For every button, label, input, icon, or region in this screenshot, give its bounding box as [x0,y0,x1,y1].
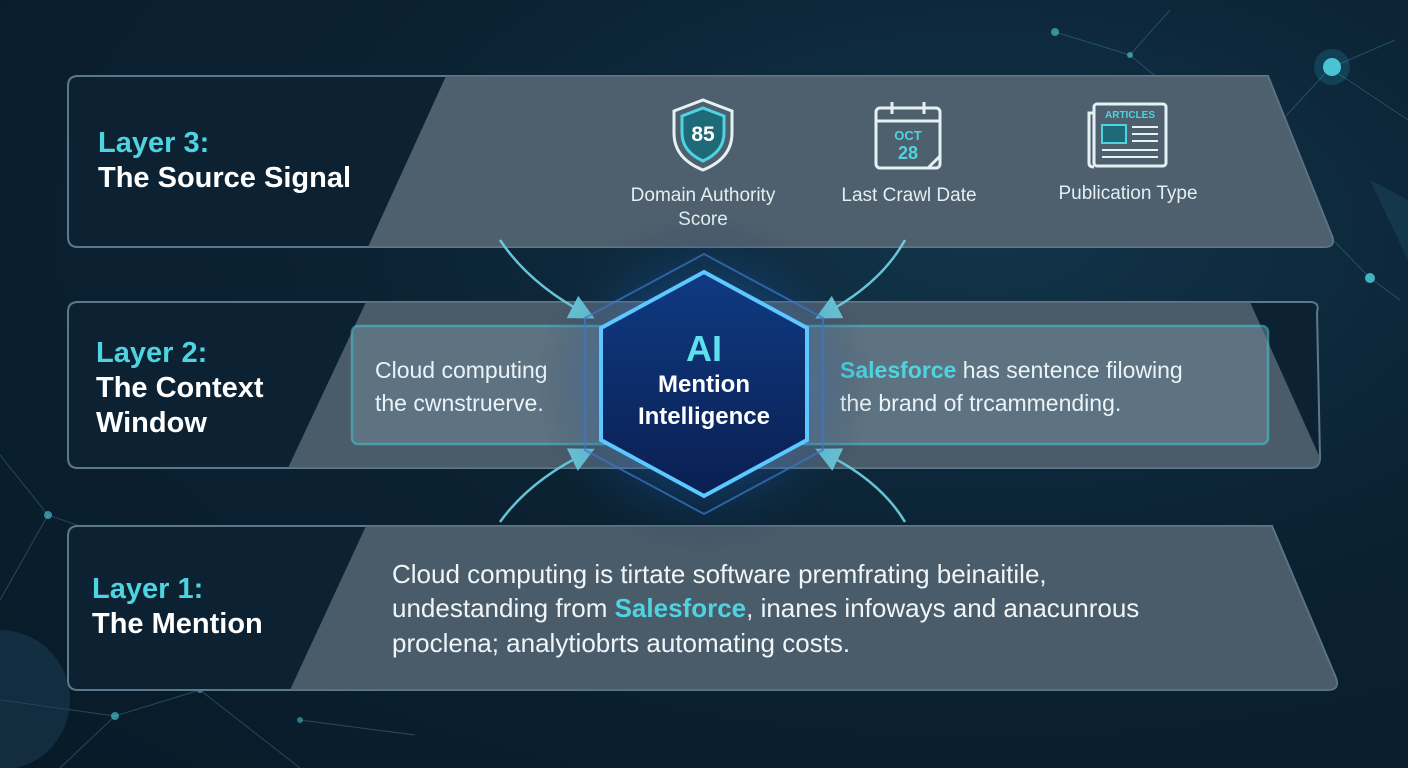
layer-source-number: Layer 3: [98,127,210,159]
hub-title: AI [686,328,722,369]
calendar-month: OCT [894,128,922,143]
shield-score-value: 85 [691,123,715,146]
mention-line-1: Cloud computing is tirtate software prem… [392,559,1047,589]
layer-mention-number: Layer 1: [92,573,204,605]
mention-snippet: Cloud computing is tirtate software prem… [392,557,1139,660]
mention-line-2-after: , inanes infoways and anacunrous [746,593,1140,624]
layer-context-name-1: The Context [96,371,264,404]
layer-source-title: Layer 3: The Source Signal [98,126,351,196]
context-left-snippet: Cloud computing the cwnstruerve. [375,354,548,419]
layer-mention-title: Layer 1: The Mention [92,572,263,642]
layer-context-title: Layer 2: The Context Window [96,336,264,440]
layer-source-panel [67,75,1335,248]
signal-last-crawl: OCT 28 Last Crawl Date [814,99,1004,208]
signal-last-crawl-label: Last Crawl Date [841,185,977,206]
mention-line-2-before: undestanding from [392,593,615,624]
signal-publication-type-label: Publication Type [1058,183,1198,204]
hub-line-1: Mention [658,371,750,399]
context-right-line-2: the brand of trcammending. [840,389,1122,416]
context-left-line-2: the cwnstruerve. [375,389,544,416]
hub-label: AI Mention Intelligence [594,328,814,432]
layer-context-number: Layer 2: [96,337,208,369]
hub-line-2: Intelligence [637,402,771,430]
layer-source-name: The Source Signal [98,161,351,194]
calendar-day: 28 [898,143,918,163]
mention-line-3: proclena; analytiobrts automating costs. [392,627,851,658]
mention-brand-highlight: Salesforce [614,593,747,624]
layer-mention-name: The Mention [92,607,263,640]
layer-context-name-2: Window [96,406,207,439]
shield-score-icon: 85 [672,98,734,172]
context-left-line-1: Cloud computing [375,357,548,383]
newspaper-icon: ARTICLES [1087,102,1168,169]
signal-publication-type: ARTICLES Publication Type [1033,101,1223,206]
layer-source-signal: Layer 3: The Source Signal 85 Domain Aut… [0,0,1408,260]
newspaper-header: ARTICLES [1105,110,1155,121]
calendar-icon: OCT 28 [874,102,942,170]
context-right-line-1: has sentence filowing [956,357,1183,383]
